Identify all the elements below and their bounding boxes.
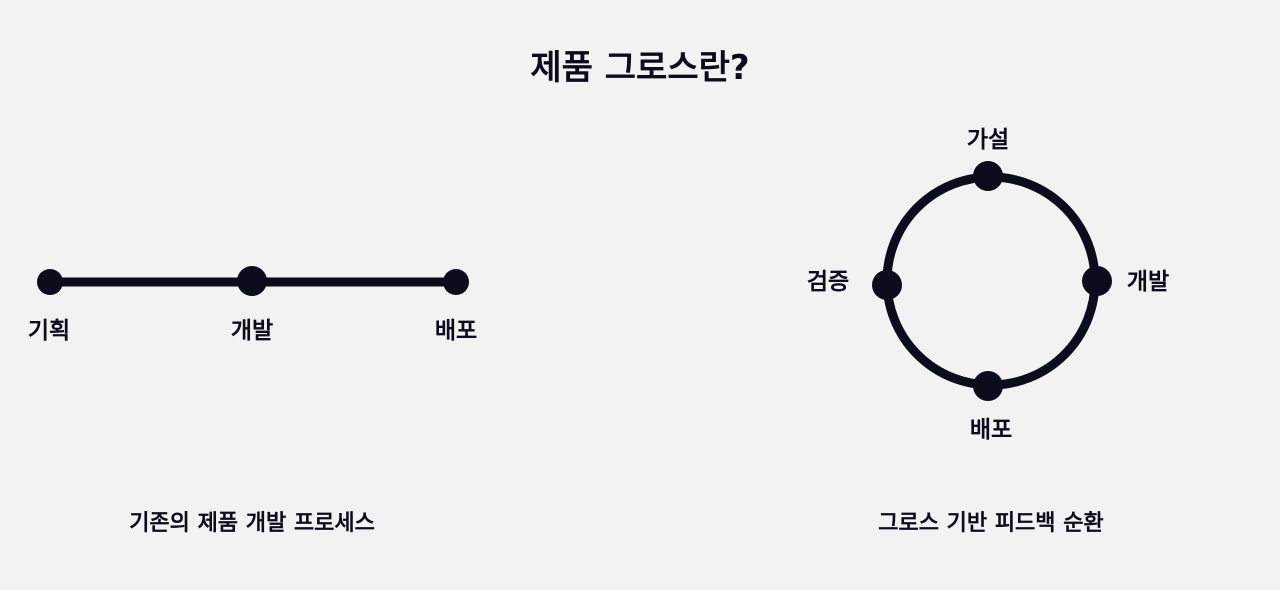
- cycle-caption: 그로스 기반 피드백 순환: [878, 511, 1103, 536]
- cycle-label-validation: 검증: [807, 269, 849, 295]
- linear-process: 기획 개발 배포 기존의 제품 개발 프로세스: [28, 266, 477, 536]
- cycle-node-hypothesis: [973, 161, 1003, 191]
- linear-label-planning: 기획: [28, 318, 70, 344]
- linear-caption: 기존의 제품 개발 프로세스: [129, 511, 375, 536]
- linear-node-deploy: [443, 269, 469, 295]
- cycle-node-deploy: [973, 371, 1003, 401]
- cycle-node-validation: [872, 270, 902, 300]
- linear-label-development: 개발: [231, 318, 273, 344]
- cycle-label-deploy: 배포: [970, 417, 1012, 443]
- growth-cycle: 가설 개발 배포 검증 그로스 기반 피드백 순환: [807, 127, 1169, 536]
- cycle-node-development: [1082, 266, 1112, 296]
- linear-label-deploy: 배포: [435, 318, 477, 344]
- cycle-label-development: 개발: [1127, 269, 1169, 295]
- page-title: 제품 그로스란?: [530, 48, 750, 88]
- linear-node-development: [237, 266, 267, 296]
- linear-node-planning: [37, 269, 63, 295]
- cycle-ring: [882, 172, 1100, 390]
- cycle-label-hypothesis: 가설: [967, 127, 1009, 153]
